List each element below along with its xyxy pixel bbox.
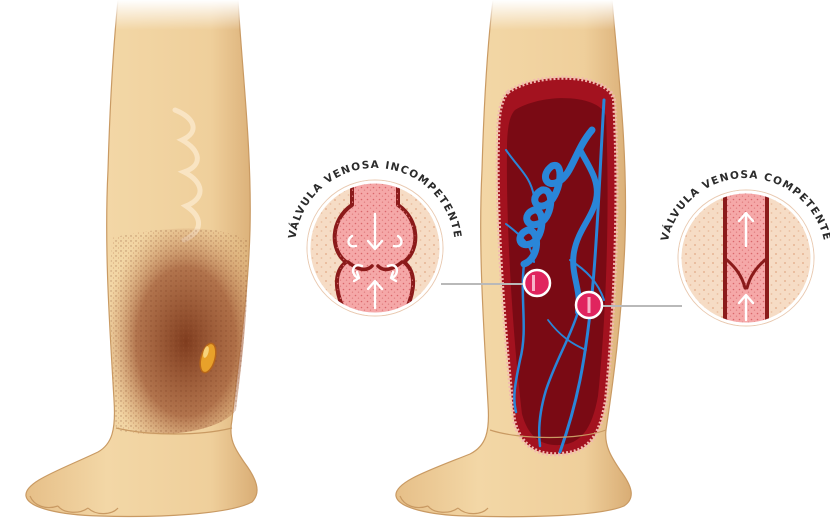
- left-leg-figure: [26, 0, 257, 516]
- incompetent-valve-marker: [524, 270, 550, 296]
- competent-valve-marker: [576, 292, 602, 318]
- top-fade: [0, 0, 830, 30]
- incompetent-valve-callout: VÁLVULA VENOSA INCOMPETENTE: [287, 159, 464, 318]
- competent-valve-callout: VÁLVULA VENOSA COMPETENTE: [659, 169, 830, 328]
